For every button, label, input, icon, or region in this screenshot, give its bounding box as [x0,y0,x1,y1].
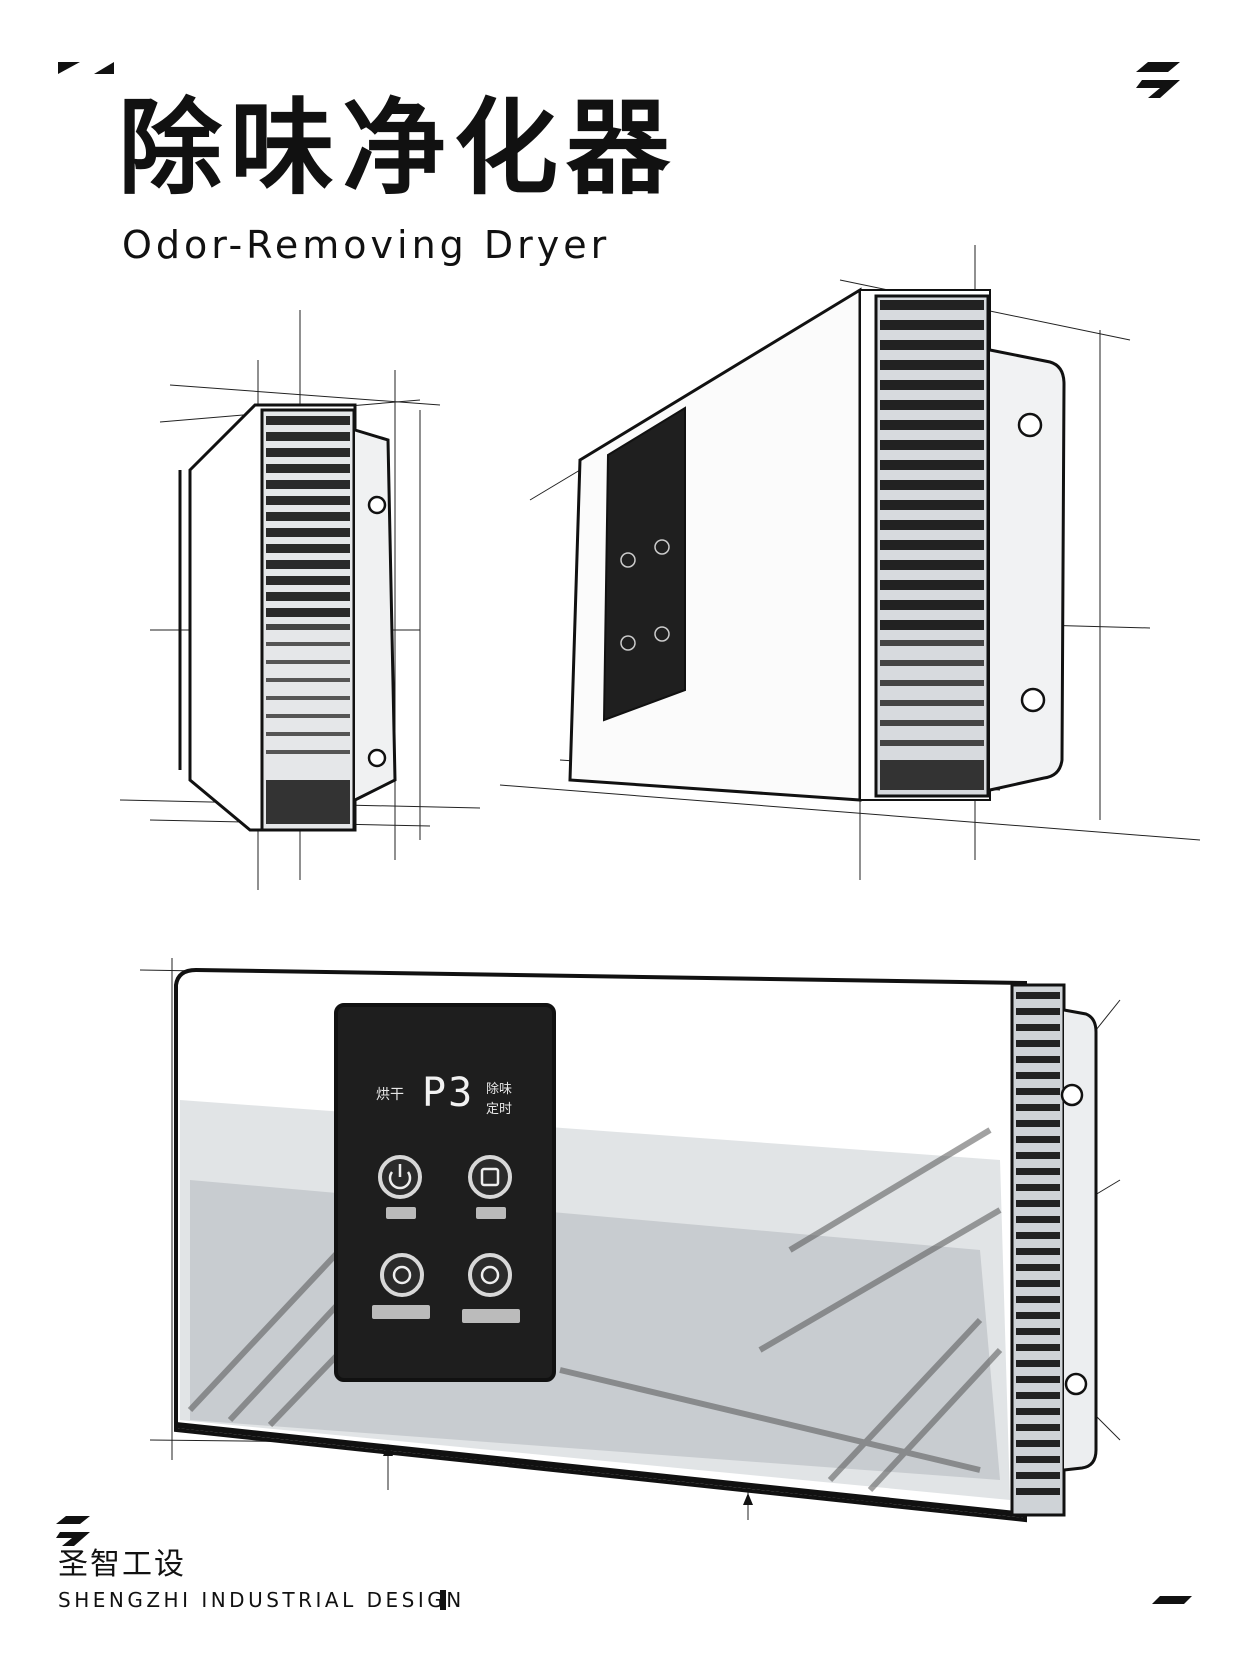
mode-button-icon [468,1155,512,1199]
brand-name-cn: 圣智工设 [58,1547,186,1582]
panel-label-right-1: 除味 [486,1082,513,1097]
perspective-vent-fins [880,300,984,790]
page-subtitle: Odor-Removing Dryer [122,223,611,267]
perspective-control-panel [602,406,686,722]
side-vent-fins [266,416,350,824]
front-control-panel [334,1003,556,1382]
brand-bar [440,1590,446,1610]
dry-button-icon [380,1253,424,1297]
panel-display: P3 [422,1070,475,1116]
timer-button-icon [468,1253,512,1297]
panel-label-right-2: 定时 [486,1102,513,1117]
front-vent-fins [1016,992,1060,1495]
panel-label-left: 烘干 [376,1087,404,1103]
page-title: 除味净化器 [118,87,679,209]
brand-name-en: SHENGZHI INDUSTRIAL DESIGN [58,1588,465,1612]
